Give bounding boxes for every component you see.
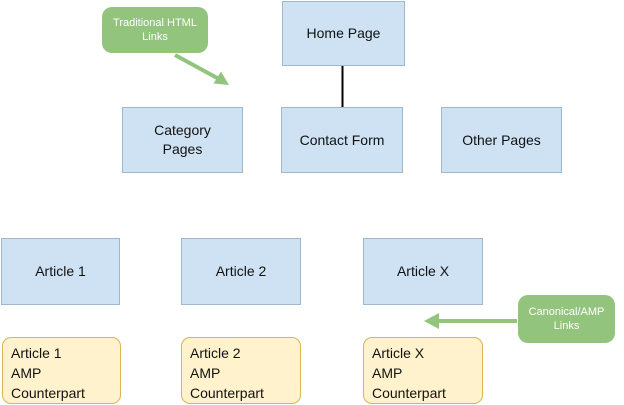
node-home-page-label: Home Page bbox=[306, 25, 381, 41]
node-article-1: Article 1 bbox=[1, 238, 120, 305]
node-article-1-amp-label: Article 1 AMP Counterpart bbox=[11, 345, 85, 401]
node-article-2: Article 2 bbox=[181, 238, 301, 305]
node-article-1-amp-counterpart: Article 1 AMP Counterpart bbox=[2, 337, 121, 404]
canonical-links-arrow bbox=[424, 313, 517, 329]
annotation-canonical-amp-links: Canonical/AMP Links bbox=[518, 295, 615, 343]
node-contact-form: Contact Form bbox=[281, 107, 403, 173]
node-article-2-label: Article 2 bbox=[215, 263, 267, 279]
node-article-2-amp-label: Article 2 AMP Counterpart bbox=[190, 345, 264, 401]
node-article-x-label: Article X bbox=[396, 263, 450, 279]
node-other-pages-label: Other Pages bbox=[462, 131, 541, 148]
node-article-1-label: Article 1 bbox=[35, 263, 86, 279]
annotation-traditional-html-links: Traditional HTML Links bbox=[102, 7, 208, 53]
node-article-2-amp-counterpart: Article 2 AMP Counterpart bbox=[181, 337, 301, 404]
traditional-links-arrow bbox=[174, 53, 229, 85]
node-article-x-amp-label: Article X AMP Counterpart bbox=[372, 345, 446, 401]
node-home-page: Home Page bbox=[282, 1, 405, 66]
node-article-x-amp-counterpart: Article X AMP Counterpart bbox=[363, 337, 483, 404]
node-category-pages: Category Pages bbox=[122, 107, 243, 173]
annotation-traditional-html-links-label: Traditional HTML Links bbox=[113, 17, 197, 43]
node-article-x: Article X bbox=[363, 238, 483, 305]
node-category-pages-label: Category Pages bbox=[154, 122, 211, 157]
node-other-pages: Other Pages bbox=[441, 107, 562, 173]
annotation-canonical-amp-links-label: Canonical/AMP Links bbox=[528, 306, 605, 332]
node-contact-form-label: Contact Form bbox=[299, 131, 385, 148]
